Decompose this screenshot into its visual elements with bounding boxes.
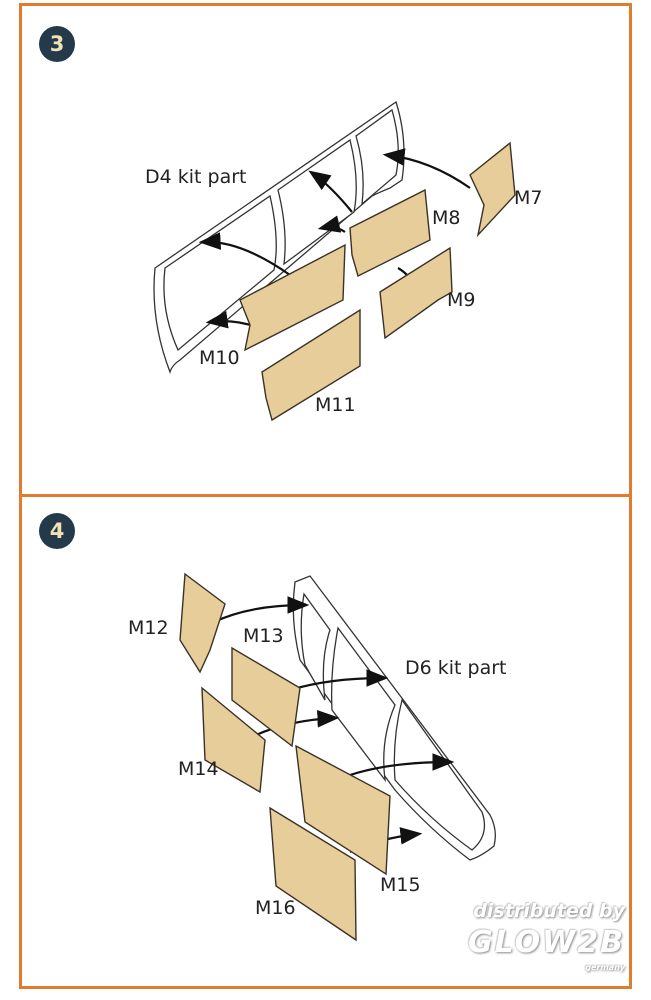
m11-label: M11: [315, 394, 356, 416]
m9-label: M9: [447, 289, 475, 311]
watermark-logo: GLOW2B: [467, 925, 625, 960]
d6-kit-part-frame: [292, 575, 496, 861]
part-m12: [179, 572, 226, 674]
step-3-badge: 3: [39, 26, 75, 62]
part-m7: [469, 141, 516, 238]
m13-label: M13: [243, 625, 284, 647]
step-3-panel: [19, 3, 632, 497]
part-m15: [295, 744, 391, 876]
m7-label: M7: [514, 187, 542, 209]
m15-label: M15: [380, 874, 421, 896]
part-m9: [379, 246, 453, 340]
d6-kit-part-label: D6 kit part: [405, 657, 507, 679]
watermark-line1: distributed by: [473, 900, 625, 922]
part-m11: [261, 308, 361, 422]
part-m10: [239, 243, 346, 352]
m8-label: M8: [432, 207, 460, 229]
d4-kit-part-label: D4 kit part: [145, 166, 247, 188]
m10-label: M10: [199, 347, 240, 369]
d4-kit-part-frame: [153, 100, 405, 375]
part-m14: [201, 686, 266, 794]
m14-label: M14: [178, 758, 219, 780]
m12-label: M12: [128, 617, 169, 639]
distributor-watermark: distributed by GLOW2B germany: [468, 898, 625, 974]
step-4-badge: 4: [39, 513, 75, 549]
watermark-line3: germany: [585, 963, 625, 972]
m16-label: M16: [255, 897, 296, 919]
part-m8: [349, 188, 431, 278]
part-m16: [269, 806, 357, 942]
part-m13: [231, 646, 301, 748]
